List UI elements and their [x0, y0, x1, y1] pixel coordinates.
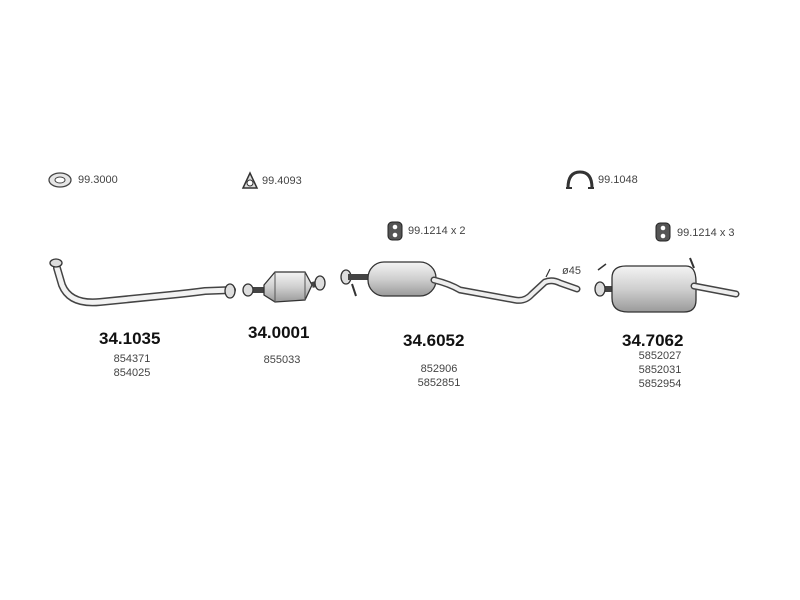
accessory-code: 99.1214 x 3	[677, 227, 735, 239]
triangular-gasket-icon	[241, 171, 259, 189]
accessory-code: 99.1214 x 2	[408, 225, 466, 237]
oe-reference: 854025	[113, 367, 151, 379]
accessory-code: 99.3000	[78, 174, 118, 186]
exhaust-clamp-icon	[566, 170, 594, 189]
accessory-code: 99.1048	[598, 174, 638, 186]
oe-reference-list: 854371 854025	[92, 352, 172, 380]
oe-reference: 5852851	[417, 377, 461, 389]
oe-reference: 5852954	[638, 378, 682, 390]
front-pipe-icon	[49, 258, 236, 307]
oe-reference: 855033	[263, 354, 301, 366]
middle-silencer-icon	[340, 261, 581, 304]
rear-silencer-icon	[594, 257, 740, 313]
oe-reference: 854371	[113, 353, 151, 365]
oe-reference-list: 852906 5852851	[399, 362, 479, 390]
oe-reference-list: 5852027 5852031 5852954	[620, 349, 700, 391]
catalytic-converter-icon	[242, 271, 326, 303]
part-number: 34.0001	[248, 323, 310, 342]
rubber-hanger-icon	[387, 221, 403, 241]
rubber-hanger-icon	[655, 222, 671, 242]
oe-reference: 852906	[420, 363, 458, 375]
gasket-ring-icon	[48, 172, 72, 188]
accessory-code: 99.4093	[262, 175, 302, 187]
part-number: 34.1035	[99, 329, 161, 348]
diameter-label: ø45	[562, 265, 581, 277]
oe-reference-list: 855033	[242, 353, 322, 367]
part-number: 34.6052	[403, 331, 465, 350]
oe-reference: 5852027	[638, 350, 682, 362]
part-number: 34.7062	[622, 331, 684, 350]
oe-reference: 5852031	[638, 364, 682, 376]
